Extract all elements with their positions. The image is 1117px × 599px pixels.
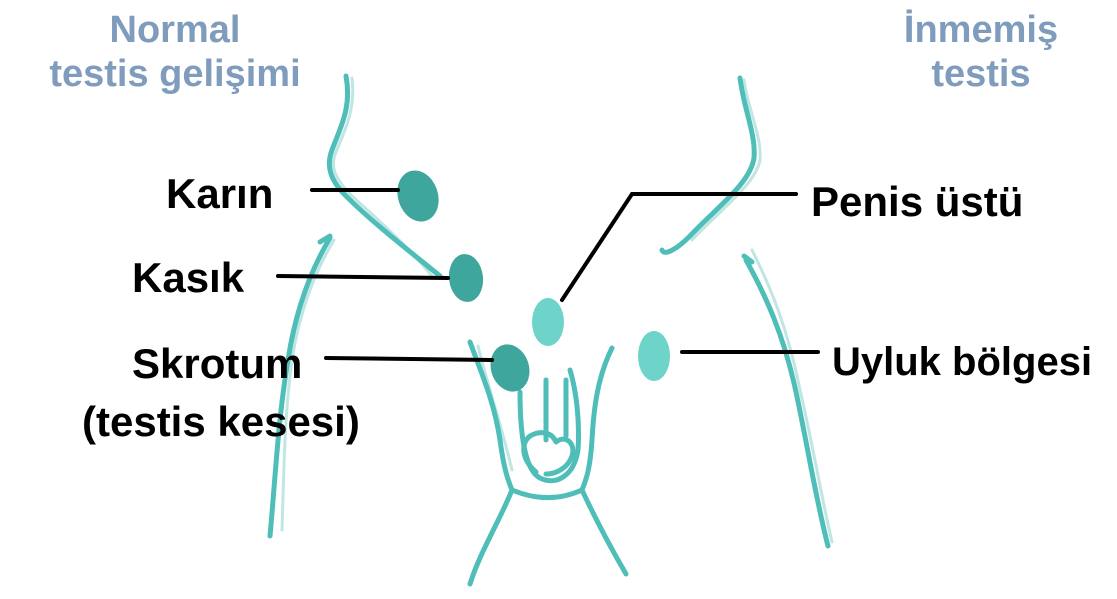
label-scrotum-note: (testis kesesi) (82, 398, 360, 445)
leader-line-groin (276, 274, 450, 280)
testis-positions-normal (397, 170, 530, 392)
testis-thigh-marker (638, 331, 670, 381)
testis-above-penis-marker (532, 298, 564, 346)
testis-abdomen-marker (397, 170, 439, 222)
body-outline (267, 73, 831, 587)
label-thigh: Uyluk bölgesi (832, 340, 1093, 384)
heading-undescended-testis: İnmemiş testis (856, 8, 1106, 96)
heading-undescended-line2: testis (931, 53, 1031, 95)
heading-normal-line2: testis gelişimi (49, 53, 301, 95)
label-abdomen: Karın (166, 170, 274, 217)
testis-scrotum-marker (490, 344, 530, 392)
leader-lines (276, 188, 820, 362)
heading-normal-development: Normal testis gelişimi (20, 8, 330, 96)
heading-normal-line1: Normal (109, 9, 241, 51)
label-above-penis: Penis üstü (811, 178, 1024, 225)
testis-positions-undescended (532, 298, 670, 381)
testis-groin-marker (448, 254, 484, 302)
leader-line-above-penis (560, 192, 798, 302)
label-scrotum: Skrotum (132, 340, 303, 387)
label-groin: Kasık (132, 254, 245, 301)
leader-line-scrotum (324, 356, 494, 362)
heading-undescended-line1: İnmemiş (903, 9, 1059, 51)
